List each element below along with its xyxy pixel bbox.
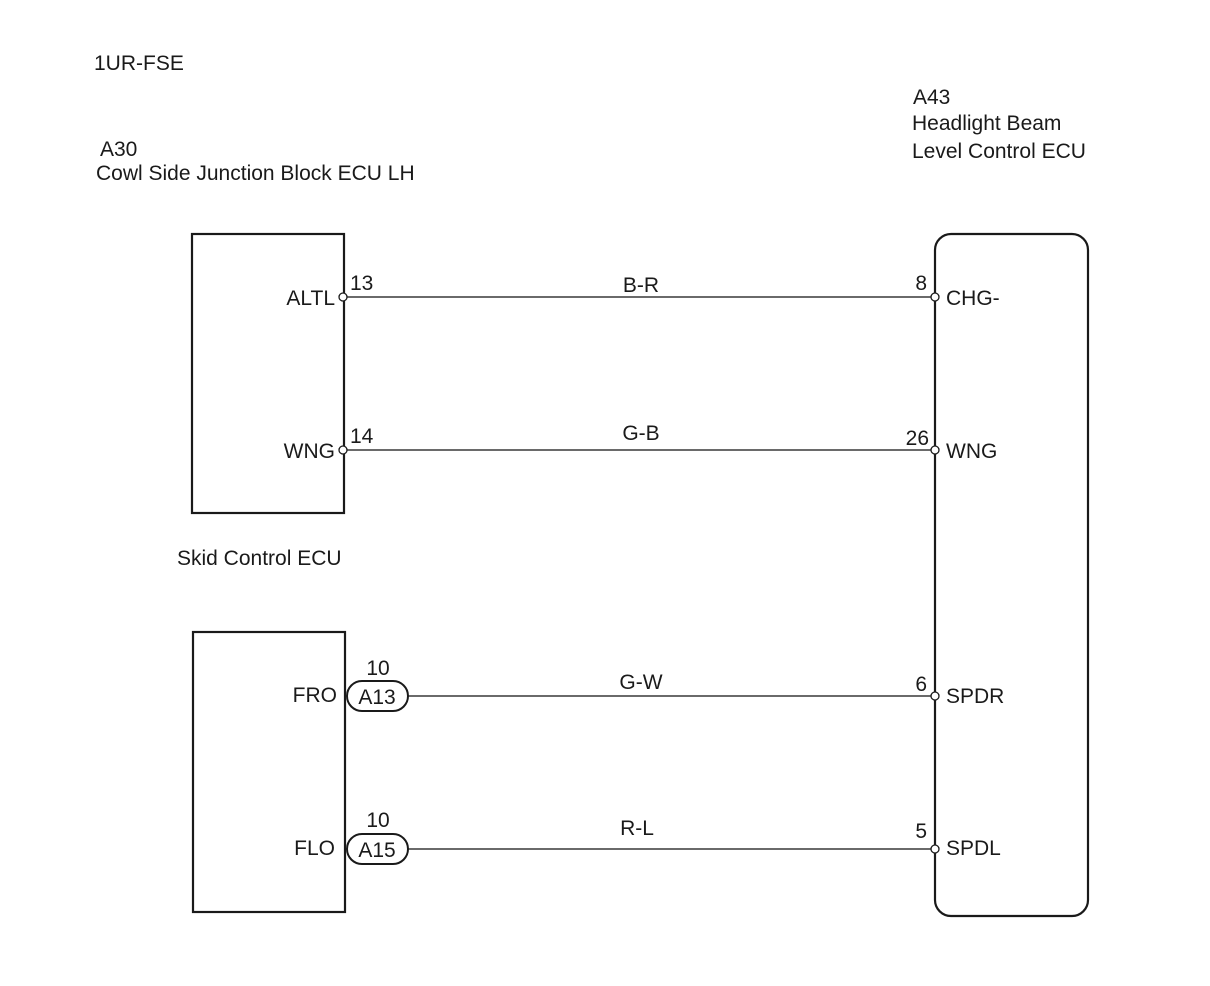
wire-color-g-w: G-W [619, 671, 662, 694]
pin-8-label: 8 [915, 272, 927, 295]
terminal-wng-right-point [930, 445, 940, 455]
wire-color-r-l: R-L [620, 817, 654, 840]
terminal-chg-point [930, 292, 940, 302]
terminal-altl-point [338, 292, 348, 302]
pin-10-fro-label: 10 [366, 657, 389, 680]
terminal-spdr-point [930, 691, 940, 701]
headlight-ecu-name-line2: Level Control ECU [912, 140, 1086, 163]
wire-g-w: A13 FRO 10 G-W 6 SPDR [293, 657, 1004, 712]
headlight-ecu-box [933, 232, 1090, 918]
headlight-ecu-code: A43 [913, 86, 950, 109]
pin-26-label: 26 [906, 427, 929, 450]
terminal-fro-label: FRO [293, 684, 337, 707]
connector-a15-pill [346, 833, 409, 865]
pin-10-flo-label: 10 [366, 809, 389, 832]
skid-ecu-box [191, 630, 347, 914]
headlight-ecu-name-line1: Headlight Beam [912, 112, 1061, 135]
cowl-ecu-name: Cowl Side Junction Block ECU LH [96, 162, 415, 185]
terminal-wng-left-point [338, 445, 348, 455]
connector-a15-label: A15 [358, 839, 395, 862]
cowl-ecu-code: A30 [100, 138, 137, 161]
pin-14-label: 14 [350, 425, 374, 448]
pin-5-label: 5 [915, 820, 927, 843]
terminal-wng-right-label: WNG [946, 440, 997, 463]
terminal-spdl-point [930, 844, 940, 854]
connector-a13-label: A13 [358, 686, 395, 709]
terminal-spdl-label: SPDL [946, 837, 1001, 860]
pin-13-label: 13 [350, 272, 373, 295]
pin-6-label: 6 [915, 673, 927, 696]
skid-ecu-name: Skid Control ECU [177, 547, 342, 570]
connector-a13-pill [346, 680, 409, 712]
terminal-chg-label: CHG- [946, 287, 1000, 310]
wire-b-r: ALTL 13 B-R 8 CHG- [286, 272, 999, 310]
cowl-ecu-box [190, 232, 346, 515]
wire-color-g-b: G-B [622, 422, 659, 445]
engine-code-label: 1UR-FSE [94, 52, 184, 75]
terminal-flo-label: FLO [294, 837, 335, 860]
wire-g-b: WNG 14 G-B 26 WNG [284, 422, 998, 463]
wire-r-l: A15 FLO 10 R-L 5 SPDL [294, 809, 1001, 865]
terminal-spdr-label: SPDR [946, 685, 1004, 708]
wire-color-b-r: B-R [623, 274, 659, 297]
terminal-altl-label: ALTL [286, 287, 335, 310]
terminal-wng-left-label: WNG [284, 440, 335, 463]
